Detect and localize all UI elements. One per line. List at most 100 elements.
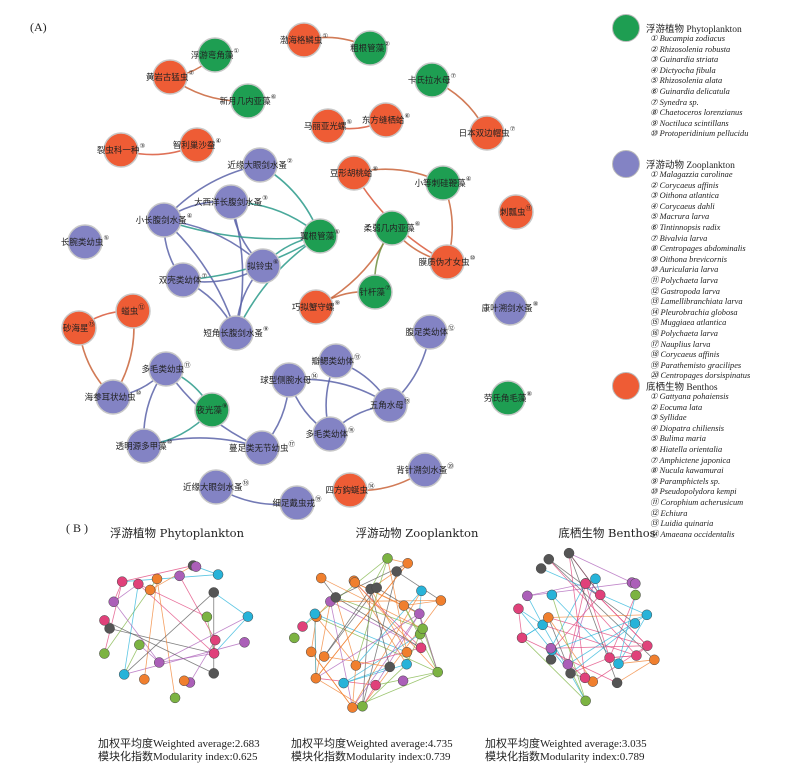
graph-edge xyxy=(387,558,408,653)
legend-item: ⑧ Chaetoceros lorenzianus xyxy=(650,108,743,118)
graph-node xyxy=(190,561,202,572)
graph-edge xyxy=(352,665,357,708)
network-node-p2: 粗根管藻② xyxy=(350,30,390,66)
node-circle xyxy=(490,380,526,416)
node-circle xyxy=(198,469,234,505)
legend-item: ② Eocuma lata xyxy=(650,402,703,412)
graph-edge xyxy=(618,614,648,664)
network-edge xyxy=(163,219,321,240)
graph-node xyxy=(384,661,396,673)
network-node-b5: 日本双边帽虫⑦ xyxy=(459,115,516,151)
node-circle xyxy=(230,83,266,119)
graph-edge xyxy=(353,580,407,665)
graph-edge xyxy=(314,613,408,653)
network-node-z4: 长腕类幼虫⑤ xyxy=(61,224,109,260)
node-circle xyxy=(244,430,280,466)
graph-node xyxy=(309,608,321,620)
legend-item: ⑨ Paramphictels sp. xyxy=(650,476,721,486)
node-label: 背针溯剑水蚤⑳ xyxy=(396,462,454,476)
graph-edge xyxy=(551,594,619,664)
node-circle xyxy=(318,343,354,379)
graph-edge xyxy=(149,565,194,591)
graph-node xyxy=(144,584,156,596)
network-node-z2: 大西洋长腹剑水蚤③ xyxy=(194,184,268,220)
network-node-p8: 针杆藻⑦ xyxy=(357,274,393,310)
graph-node xyxy=(370,679,381,691)
graph-node xyxy=(347,702,358,713)
node-circle xyxy=(412,314,448,350)
graph-node xyxy=(415,642,427,654)
network-node-z7: 短角长腹剑水蚤⑨ xyxy=(203,315,269,351)
graph-edge xyxy=(310,616,317,652)
node-label: 蔓足类无节幼虫⑰ xyxy=(229,440,296,454)
graph-node xyxy=(330,592,341,603)
network-node-b11: 螠虫⑫ xyxy=(115,293,151,329)
network-node-b2: 黄岩古猛虫② xyxy=(146,59,194,95)
graph-edge xyxy=(123,583,139,675)
graph-node xyxy=(242,611,254,622)
graph-edge xyxy=(370,588,408,653)
graph-node xyxy=(201,611,213,623)
graph-node xyxy=(99,615,110,626)
network-node-z9: 腹足类幼体⑫ xyxy=(405,314,455,350)
node-label: 粗根管藻② xyxy=(350,40,390,54)
node-label: 透明源多甲藻⑩ xyxy=(116,438,173,452)
node-circle xyxy=(279,485,315,520)
panel-b-title: 浮游植物 Phytoplankton xyxy=(109,526,245,540)
graph-edge xyxy=(329,601,353,708)
graph-edge xyxy=(335,597,422,649)
panel-b-stats-phyto: 加权平均度Weighted average:2.683 模块化指数Modular… xyxy=(98,738,260,764)
network-b-graphs xyxy=(99,547,660,713)
graph-edge xyxy=(403,605,421,635)
legend-item: ① Bucampia zodiacus xyxy=(650,34,725,43)
node-circle xyxy=(103,132,139,168)
graph-edge xyxy=(568,553,586,678)
legend-item: ⑨ Noctiluca scintillans xyxy=(650,118,729,128)
node-circle xyxy=(245,248,281,284)
graph-node xyxy=(613,658,624,669)
legend-header: 浮游植物 Phytoplankton xyxy=(612,14,748,42)
modularity-index: 模块化指数Modularity index:0.739 xyxy=(291,751,451,763)
node-circle xyxy=(312,416,348,452)
graph-edge xyxy=(551,594,601,651)
node-circle xyxy=(115,293,151,329)
node-label: 近缘大眼剑水蚤⑱ xyxy=(183,479,250,493)
graph-edge xyxy=(418,613,439,673)
node-circle xyxy=(372,387,408,423)
graph-edge xyxy=(353,580,439,673)
node-circle xyxy=(429,244,465,280)
graph-edge xyxy=(521,637,586,702)
network-node-z8: 康叶溯剑水蚤⑧ xyxy=(482,290,539,326)
panel-b-stats-zoo: 加权平均度Weighted average:4.735 模块化指数Modular… xyxy=(291,738,453,764)
network-node-p1: 浮游弯角藻① xyxy=(191,37,239,73)
graph-node xyxy=(579,672,591,684)
node-circle xyxy=(492,290,528,326)
network-node-b12: 砂海星⑬ xyxy=(61,310,97,346)
graph-node xyxy=(208,668,220,679)
node-circle xyxy=(126,428,162,464)
legend-item: ⑬ Lamellibranchiata larva xyxy=(650,297,743,307)
graph-node xyxy=(522,590,533,602)
graph-edge xyxy=(159,652,215,663)
node-circle xyxy=(194,392,230,428)
legend-item: ⑫ Gastropoda larva xyxy=(650,286,720,296)
network-node-z14: 五角水母⑮ xyxy=(370,387,411,423)
network-node-p3: 新月几内亚藻⑥ xyxy=(220,83,277,119)
graph-edge xyxy=(568,552,601,596)
node-label: 刺瓢虫⑪ xyxy=(500,204,533,218)
network-node-z1: 近缘大眼剑水蚤② xyxy=(227,147,293,183)
graph-edge xyxy=(362,663,407,707)
modularity-index: 模块化指数Modularity index:0.625 xyxy=(98,751,258,763)
network-node-z11: 海参耳状幼虫⑩ xyxy=(85,379,142,415)
network-node-b7: 裂虫科一种③ xyxy=(97,132,145,168)
graph-node xyxy=(562,659,574,670)
network-node-z20: 细足戴虫戎⑲ xyxy=(272,485,322,520)
node-label: 智利巢沙蚕④ xyxy=(173,137,222,151)
graph-node xyxy=(338,677,349,689)
graph-node xyxy=(435,595,447,606)
graph-zooplankton xyxy=(289,553,447,713)
legend-item: ⑮ Muggiaea atlantica xyxy=(650,318,727,328)
panel-b-title: 浮游动物 Zooplankton xyxy=(355,526,479,540)
graph-edge xyxy=(362,588,371,707)
